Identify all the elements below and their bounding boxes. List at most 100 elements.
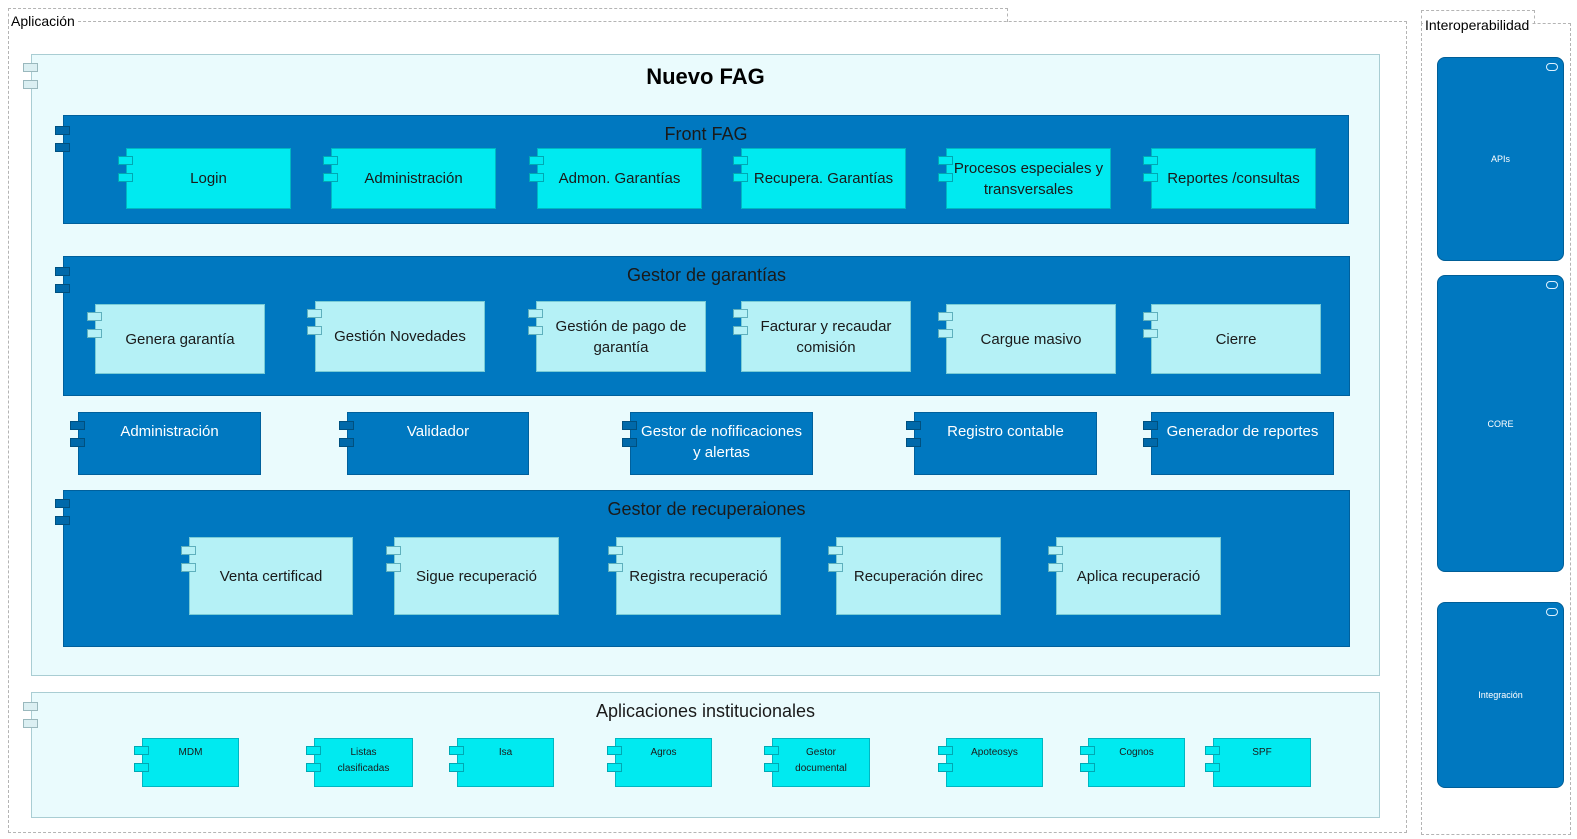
front-administracion[interactable]: Administración [331, 148, 496, 209]
interop-integracion[interactable]: Integración [1437, 602, 1564, 788]
gestor-recuperaciones-title: Gestor de recuperaiones [607, 499, 806, 519]
front-login[interactable]: Login [126, 148, 291, 209]
component-icon [339, 438, 354, 447]
component-icon [764, 763, 779, 772]
component-icon [622, 438, 637, 447]
gestor-cierre[interactable]: Cierre [1151, 304, 1321, 374]
component-icon [55, 499, 70, 508]
front-reportes-consultas[interactable]: Reportes /consultas [1151, 148, 1316, 209]
nuevo-fag-title: Nuevo FAG [646, 64, 765, 89]
component-icon [529, 156, 544, 165]
component-icon [1143, 312, 1158, 321]
front-fag-title: Front FAG [664, 124, 748, 144]
component-icon [608, 563, 623, 572]
component-icon [1143, 329, 1158, 338]
component-icon [1205, 746, 1220, 755]
component-icon [87, 312, 102, 321]
aplicaciones-institucionales-title: Aplicaciones institucionales [595, 701, 816, 721]
interop-apis[interactable]: APIs [1437, 57, 1564, 261]
component-icon [323, 156, 338, 165]
component-icon [339, 421, 354, 430]
component-icon [1080, 746, 1095, 755]
component-icon [134, 763, 149, 772]
gestor-garantias-container[interactable]: Gestor de garantías [63, 256, 1350, 396]
institucional-gestor-documental[interactable]: Gestor documental [772, 738, 870, 787]
component-icon [181, 546, 196, 555]
component-icon [1143, 156, 1158, 165]
gestor-gestion-novedades[interactable]: Gestión Novedades [315, 301, 485, 372]
component-icon [23, 702, 38, 711]
recuperacion-directa[interactable]: Recuperación direc [836, 537, 1001, 615]
component-icon [55, 284, 70, 293]
component-icon [828, 563, 843, 572]
component-icon [449, 746, 464, 755]
recuperacion-sigue[interactable]: Sigue recuperació [394, 537, 559, 615]
component-icon [733, 326, 748, 335]
recuperacion-aplica[interactable]: Aplica recuperació [1056, 537, 1221, 615]
component-icon [828, 546, 843, 555]
component-icon [607, 746, 622, 755]
component-icon [528, 309, 543, 318]
device-icon [1546, 608, 1558, 616]
institucional-spf[interactable]: SPF [1213, 738, 1311, 787]
service-validador[interactable]: Validador [347, 412, 529, 475]
service-registro-contable[interactable]: Registro contable [914, 412, 1097, 475]
gestor-facturar-recaudar[interactable]: Facturar y recaudar comisión [741, 301, 911, 372]
institucional-cognos[interactable]: Cognos [1088, 738, 1185, 787]
gestor-cargue-masivo[interactable]: Cargue masivo [946, 304, 1116, 374]
institucional-listas-clasificadas[interactable]: Listas clasificadas [314, 738, 413, 787]
institucional-agros[interactable]: Agros [615, 738, 712, 787]
service-administracion[interactable]: Administración [78, 412, 261, 475]
recuperacion-venta-certificad[interactable]: Venta certificad [189, 537, 353, 615]
component-icon [55, 143, 70, 152]
component-icon [906, 438, 921, 447]
component-icon [528, 326, 543, 335]
gestor-genera-garantia[interactable]: Genera garantía [95, 304, 265, 374]
component-icon [906, 421, 921, 430]
component-icon [386, 546, 401, 555]
interop-integracion-label: Integración [1478, 690, 1523, 700]
component-icon [733, 309, 748, 318]
component-icon [733, 156, 748, 165]
component-icon [386, 563, 401, 572]
component-icon [764, 746, 779, 755]
component-icon [938, 329, 953, 338]
component-icon [134, 746, 149, 755]
component-icon [608, 546, 623, 555]
institucional-mdm[interactable]: MDM [142, 738, 239, 787]
component-icon [23, 80, 38, 89]
component-icon [449, 763, 464, 772]
component-icon [55, 126, 70, 135]
front-procesos-especiales[interactable]: Procesos especiales y transversales [946, 148, 1111, 209]
component-icon [23, 719, 38, 728]
service-generador-reportes[interactable]: Generador de reportes [1151, 412, 1334, 475]
gestor-garantias-title: Gestor de garantías [626, 265, 787, 285]
recuperacion-registra[interactable]: Registra recuperació [616, 537, 781, 615]
component-icon [529, 173, 544, 182]
component-icon [1143, 173, 1158, 182]
institucional-apoteosys[interactable]: Apoteosys [946, 738, 1043, 787]
component-icon [1080, 763, 1095, 772]
interoperabilidad-group-tab [1421, 10, 1535, 24]
component-icon [55, 267, 70, 276]
interoperabilidad-group-label: Interoperabilidad [1423, 17, 1532, 33]
component-icon [323, 173, 338, 182]
front-admon-garantias[interactable]: Admon. Garantías [537, 148, 702, 209]
component-icon [70, 438, 85, 447]
component-icon [607, 763, 622, 772]
component-icon [23, 63, 38, 72]
component-icon [306, 763, 321, 772]
component-icon [1048, 546, 1063, 555]
component-icon [1143, 438, 1158, 447]
front-recupera-garantias[interactable]: Recupera. Garantías [741, 148, 906, 209]
component-icon [938, 173, 953, 182]
gestor-gestion-pago[interactable]: Gestión de pago de garantía [536, 301, 706, 372]
institucional-isa[interactable]: Isa [457, 738, 554, 787]
aplicacion-group-tab [8, 8, 1008, 22]
service-gestor-notificaciones[interactable]: Gestor de nofificaciones y alertas [630, 412, 813, 475]
interop-core[interactable]: CORE [1437, 275, 1564, 572]
component-icon [307, 309, 322, 318]
component-icon [87, 329, 102, 338]
component-icon [118, 156, 133, 165]
device-icon [1546, 281, 1558, 289]
